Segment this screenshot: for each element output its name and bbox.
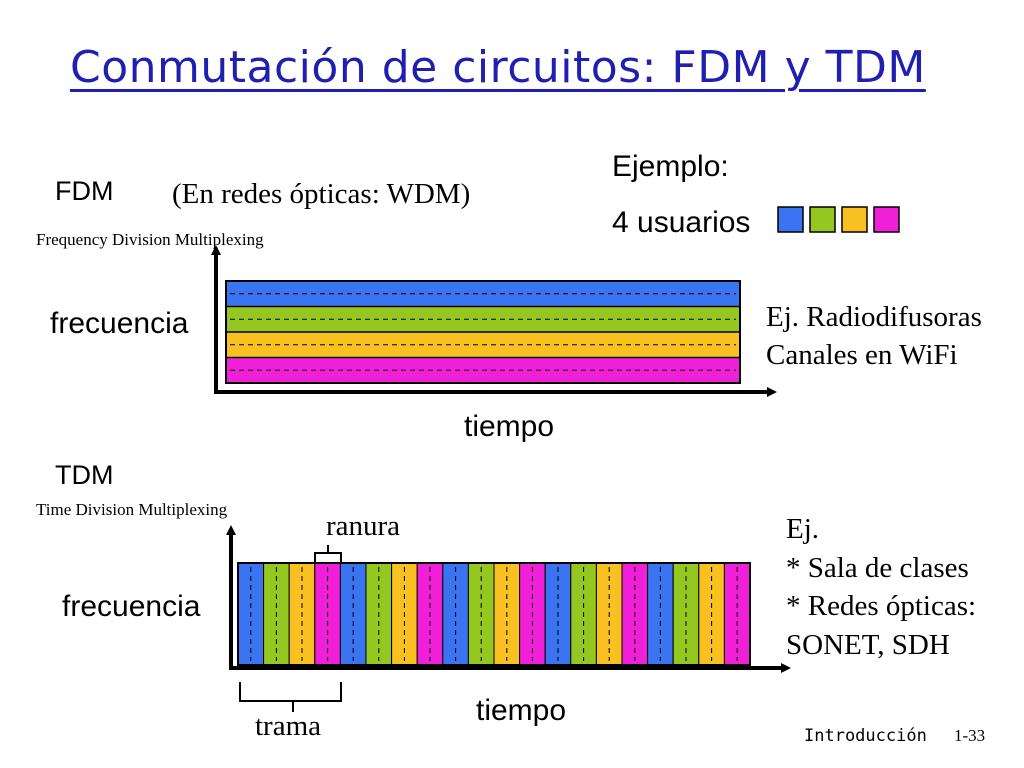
fdm-examples: Ej. Radiodifusoras Canales en WiFi	[766, 298, 982, 374]
fdm-x-axis-label: tiempo	[464, 410, 555, 443]
tdm-x-axis-label: tiempo	[476, 694, 567, 727]
user-color-swatch	[809, 206, 836, 233]
footer-page-number: 1-33	[954, 726, 986, 745]
legend-heading: Ejemplo:	[612, 150, 729, 183]
tdm-examples: Ej. * Sala de clases * Redes ópticas: SO…	[786, 510, 976, 664]
footer-section: Introducción	[804, 726, 927, 746]
tdm-example-line: Ej.	[786, 513, 820, 545]
user-color-legend	[777, 206, 900, 233]
tdm-full-name: Time Division Multiplexing	[36, 500, 228, 519]
tdm-example-line: * Sala de clases	[786, 551, 969, 584]
slot-bracket	[314, 552, 342, 563]
tdm-slot-frame	[237, 562, 751, 666]
fdm-band-frame	[225, 280, 741, 384]
tdm-example-line: SONET, SDH	[786, 628, 950, 661]
page-title: Conmutación de circuitos: FDM y TDM	[70, 42, 926, 93]
tdm-label: TDM	[55, 460, 114, 490]
legend-label: 4 usuarios	[612, 206, 751, 239]
tdm-time-slots	[237, 562, 751, 666]
fdm-example-line: Ej. Radiodifusoras	[766, 301, 982, 333]
fdm-wdm-note: (En redes ópticas: WDM)	[172, 178, 471, 210]
tdm-y-axis-label: frecuencia	[62, 590, 201, 623]
user-color-swatch	[841, 206, 868, 233]
frame-bracket	[239, 682, 342, 702]
slot-label: ranura	[326, 510, 401, 542]
user-color-swatch	[873, 206, 900, 233]
user-color-swatch	[777, 206, 804, 233]
fdm-frequency-bands	[225, 280, 741, 384]
fdm-full-name: Frequency Division Multiplexing	[36, 230, 264, 249]
fdm-example-line: Canales en WiFi	[766, 339, 958, 371]
fdm-label: FDM	[55, 176, 114, 206]
frame-label: trama	[255, 710, 322, 742]
fdm-y-axis-label: frecuencia	[50, 307, 189, 340]
tdm-example-line: * Redes ópticas:	[786, 590, 977, 622]
